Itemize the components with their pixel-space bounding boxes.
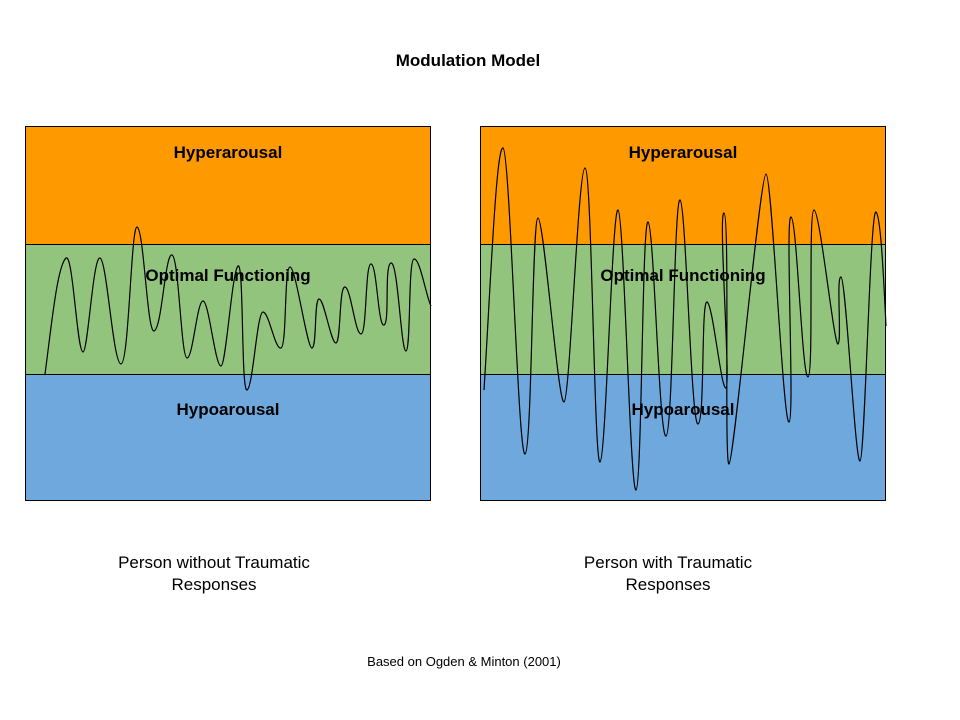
hypoarousal-label: Hypoarousal xyxy=(176,400,280,419)
panel-with-trauma: Hyperarousal Optimal Functioning Hypoaro… xyxy=(480,126,887,501)
caption-line: Responses xyxy=(171,575,257,594)
optimal-functioning-label: Optimal Functioning xyxy=(145,266,311,285)
optimal-functioning-zone xyxy=(480,244,886,375)
diagram-title: Modulation Model xyxy=(395,51,541,70)
optimal-functioning-label: Optimal Functioning xyxy=(600,266,766,285)
caption-with-trauma: Person with Traumatic Responses xyxy=(538,552,798,596)
caption-line: Person without Traumatic xyxy=(118,553,310,572)
arousal-wave-line xyxy=(44,226,432,391)
optimal-functioning-zone xyxy=(25,244,431,375)
source-citation: Based on Ogden & Minton (2001) xyxy=(367,654,561,669)
arousal-wave-line xyxy=(483,147,887,491)
caption-without-trauma: Person without Traumatic Responses xyxy=(84,552,344,596)
hyperarousal-label: Hyperarousal xyxy=(173,143,283,162)
caption-line: Person with Traumatic xyxy=(583,553,753,572)
hypoarousal-zone xyxy=(25,374,431,501)
hyperarousal-label: Hyperarousal xyxy=(628,143,738,162)
hyperarousal-zone xyxy=(25,126,431,245)
caption-line: Responses xyxy=(625,575,711,594)
panel-without-trauma: Hyperarousal Optimal Functioning Hypoaro… xyxy=(25,126,432,501)
hypoarousal-label: Hypoarousal xyxy=(631,400,735,419)
hypoarousal-zone xyxy=(480,374,886,501)
